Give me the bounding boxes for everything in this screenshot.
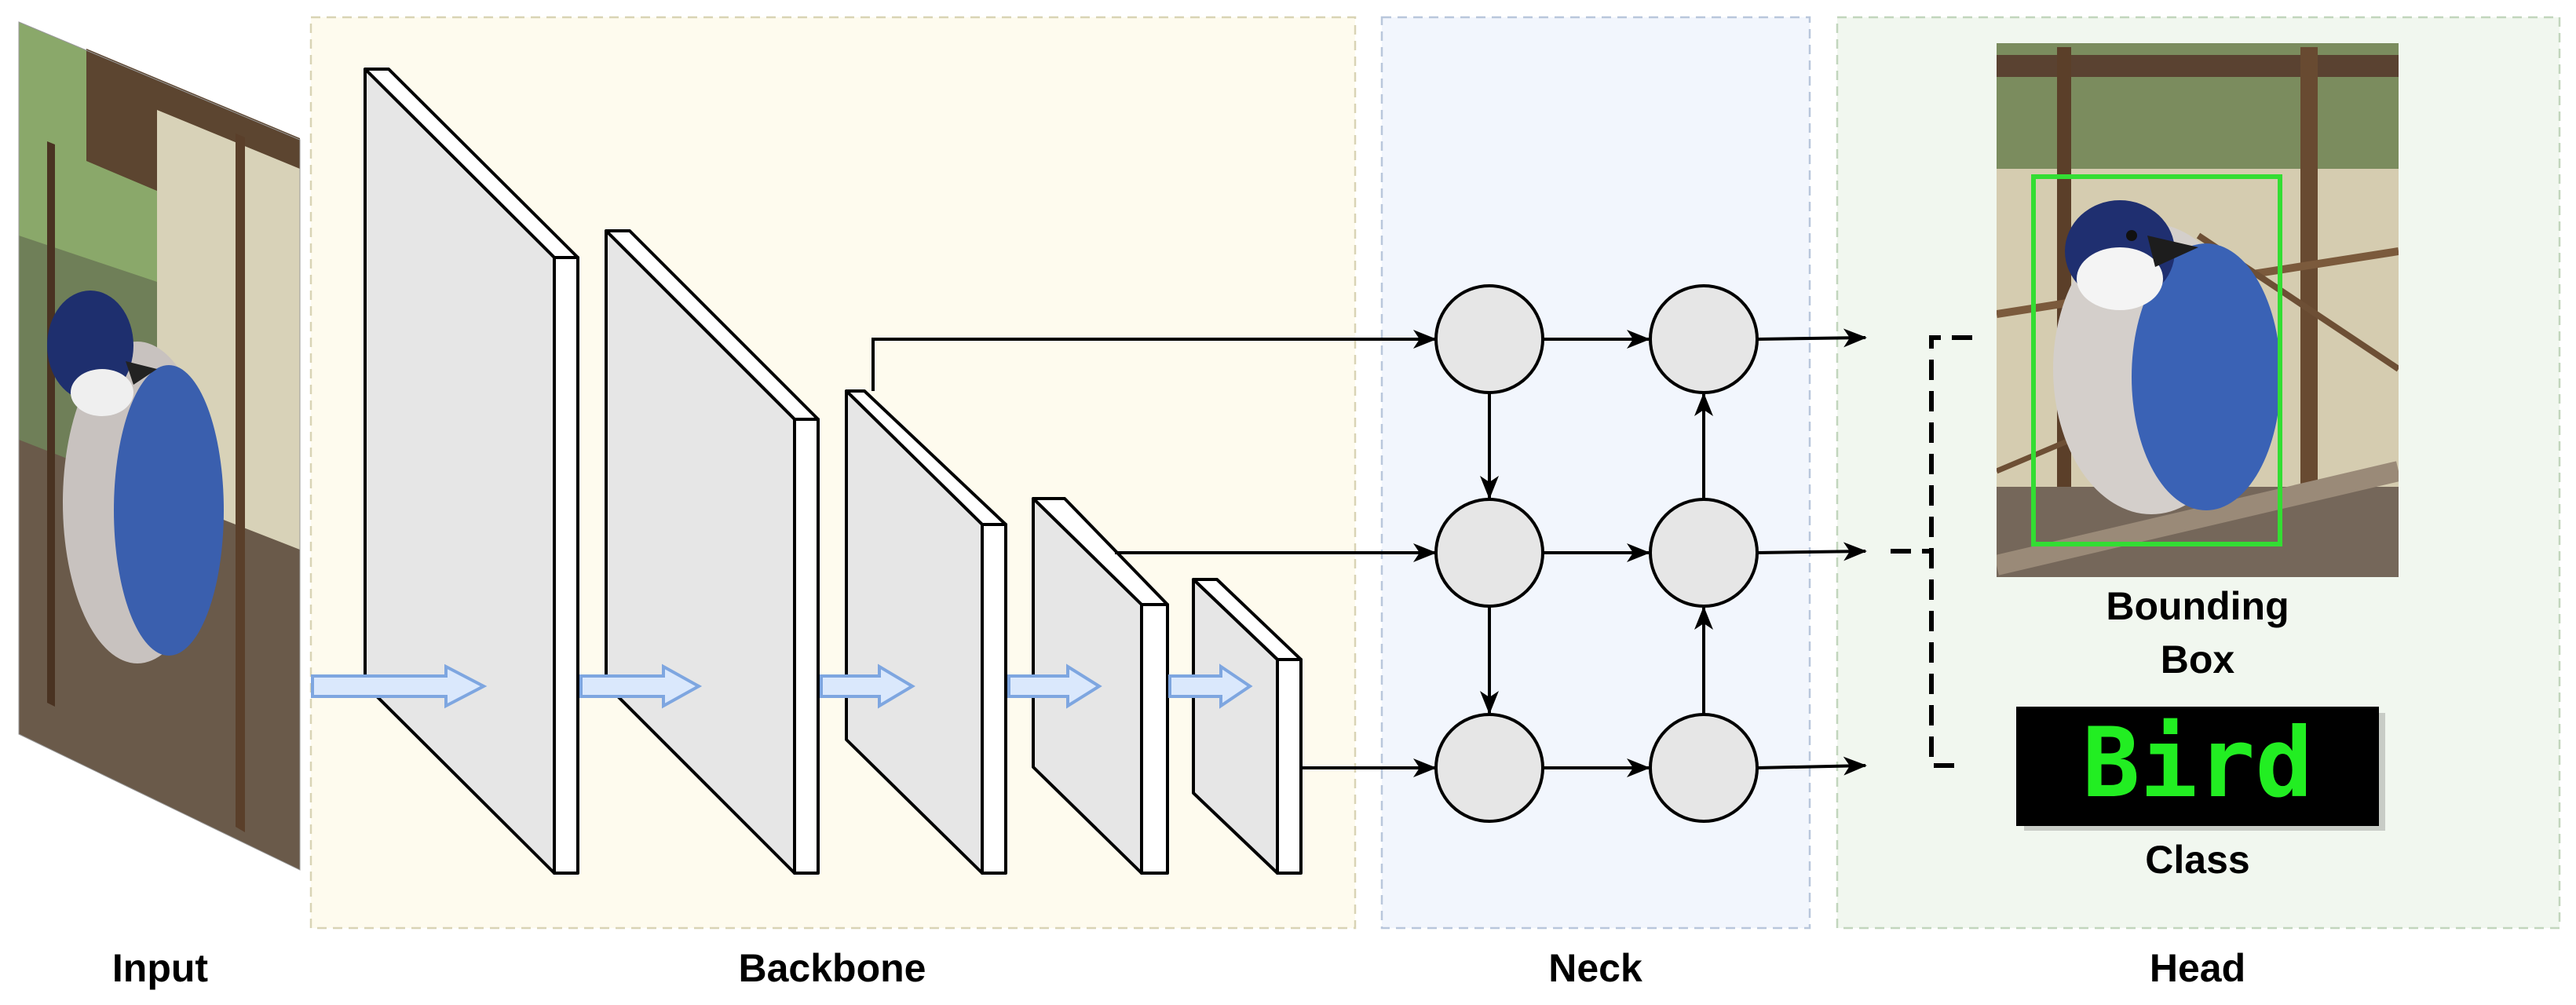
backbone-feature-maps: [364, 68, 1303, 875]
flow-arrow-2: [579, 663, 703, 709]
neck-edges: [1480, 330, 1713, 777]
neck-node-bot-right: [1649, 713, 1759, 823]
input-image: [18, 21, 301, 871]
backbone-flow-arrows: [311, 663, 1253, 709]
neck-node-mid-left: [1434, 498, 1544, 608]
feature-map-3: [845, 389, 1007, 875]
stage-label-neck: Neck: [1548, 946, 1642, 990]
flow-arrow-5: [1168, 663, 1253, 709]
feature-map-5: [1192, 578, 1303, 875]
neck-node-bot-left: [1434, 713, 1544, 823]
neck-node-mid-right: [1649, 498, 1759, 608]
bbox-label-line1: Bounding: [2106, 584, 2289, 628]
flow-arrow-3: [820, 663, 915, 709]
class-label: Class: [2145, 838, 2249, 882]
bounding-box: [2031, 174, 2282, 546]
head-bracket: [1891, 335, 1972, 768]
head-output-image: [1997, 43, 2399, 577]
stage-label-backbone: Backbone: [739, 946, 926, 990]
feature-map-2: [605, 229, 820, 875]
feature-map-1: [364, 68, 579, 875]
class-box: [2016, 707, 2379, 826]
stage-label-head: Head: [2150, 946, 2245, 990]
neck-nodes: [1434, 284, 1759, 823]
neck-head-connectors: [1756, 328, 1867, 776]
class-output: Bird: [2016, 707, 2385, 831]
backbone-neck-connectors: [871, 330, 1437, 777]
bbox-label-line2: Box: [2161, 638, 2235, 682]
neck-node-top-right: [1649, 284, 1759, 394]
flow-arrow-1: [311, 663, 488, 709]
class-value: Bird: [2082, 707, 2313, 819]
stage-label-input: Input: [112, 946, 209, 990]
neck-node-top-left: [1434, 284, 1544, 394]
flow-arrow-4: [1007, 663, 1102, 709]
